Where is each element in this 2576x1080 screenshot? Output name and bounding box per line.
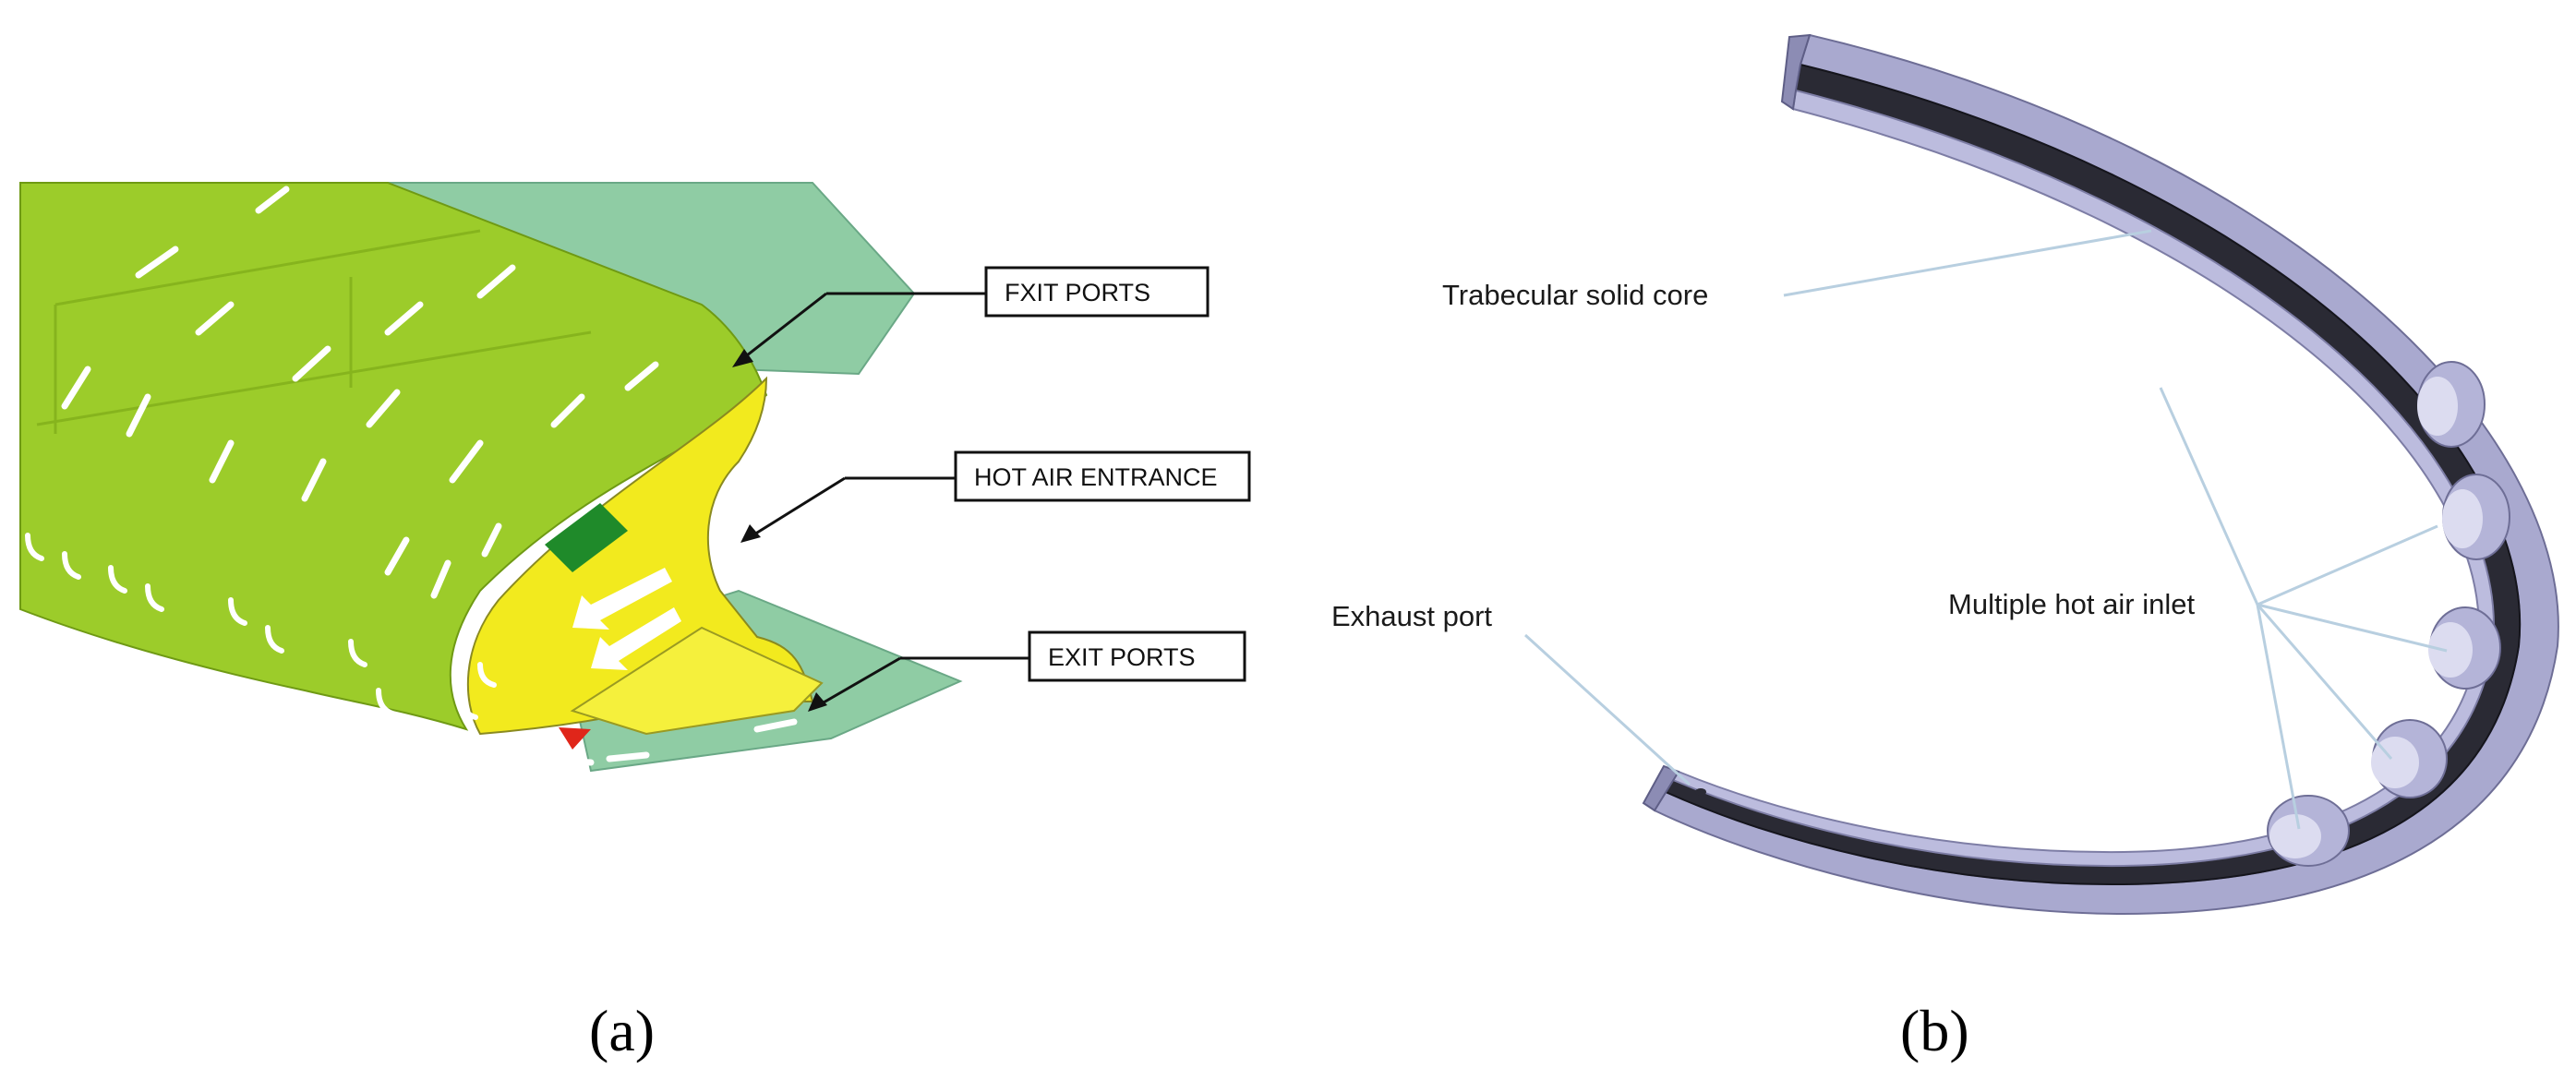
lower-port-hooks	[25, 533, 497, 720]
shell-end-cap-exhaust	[1642, 764, 1680, 812]
callout-arrowhead	[808, 692, 827, 712]
red-marker	[559, 727, 591, 750]
panel-label-a: (a)	[589, 998, 655, 1063]
exit-port-arrows	[61, 186, 659, 599]
inner-green-rib	[545, 503, 628, 572]
callout-exit-ports-bottom: EXIT PORTS	[808, 630, 1246, 712]
hot-air-flow-arrows	[572, 568, 681, 670]
callout-arrow-line	[816, 656, 901, 708]
annotation-trabecular-core: Trabecular solid core	[1442, 279, 1708, 311]
skin-panel-lines	[36, 229, 592, 434]
leader-line-inlet	[2159, 387, 2259, 606]
exhaust-port-hole	[1695, 788, 1706, 796]
callout-label: EXIT PORTS	[1048, 643, 1196, 671]
leader-line-inlet	[2256, 604, 2301, 830]
leader-lines	[1523, 229, 2448, 830]
leader-line-core	[1783, 229, 2152, 297]
leader-line-inlet	[2257, 603, 2448, 653]
lower-yellow-duct	[570, 626, 824, 736]
shell-inner-face	[1671, 89, 2495, 868]
annotation-exhaust-port: Exhaust port	[1331, 600, 1492, 632]
callout-arrowhead	[732, 349, 753, 367]
leader-line-inlet	[2257, 524, 2438, 606]
callout-arrow-line	[738, 292, 827, 364]
leader-line-exhaust	[1523, 633, 1691, 786]
wing-skin	[19, 182, 768, 731]
hot-air-inlet-cylinder	[2267, 795, 2350, 867]
callout-label: FXIT PORTS	[1005, 279, 1150, 306]
shell-end-cap-top	[1780, 33, 1812, 111]
hot-air-inlets	[2267, 361, 2510, 867]
callout-label: HOT AIR ENTRANCE	[974, 463, 1218, 491]
callout-box	[1028, 630, 1246, 682]
callout-exit-ports-top: FXIT PORTS	[732, 266, 1210, 367]
hot-air-inlet-cylinder	[2442, 474, 2510, 560]
callout-box	[984, 266, 1210, 318]
callout-arrowhead	[740, 524, 761, 543]
panel-a: FXIT PORTS HOT AIR ENTRANCE EXIT PORTS (…	[19, 182, 1251, 1063]
callout-arrow-line	[749, 476, 846, 539]
panel-b: Trabecular solid core Exhaust port Multi…	[1331, 33, 2559, 1063]
leading-edge-row-arrows	[486, 718, 798, 766]
hot-air-inlet-cylinder	[2417, 361, 2486, 448]
callout-box	[954, 450, 1251, 502]
panel-label-b: (b)	[1900, 998, 1969, 1063]
callout-hot-air-entrance: HOT AIR ENTRANCE	[740, 450, 1251, 543]
leader-line-inlet	[2256, 604, 2393, 760]
hot-air-inlet-cylinder	[2371, 719, 2448, 798]
annotation-hot-air-inlet: Multiple hot air inlet	[1948, 588, 2195, 620]
